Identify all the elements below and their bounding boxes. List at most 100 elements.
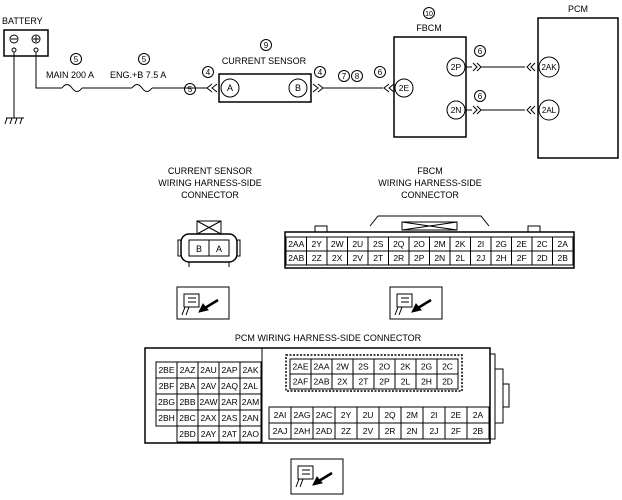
svg-text:6: 6 [378,68,383,77]
pcm-pin-2al: 2AL [538,99,560,121]
svg-text:10: 10 [425,11,433,18]
current-sensor-title: CURRENT SENSOR [222,56,307,66]
callout-10: 10 [423,7,435,19]
pin-label: 2E [517,239,528,249]
pin-label: 2D [537,253,548,263]
pin-label: 2I [477,239,484,249]
fuse-eng-label: ENG.+B 7.5 A [110,70,166,80]
pcm-box [537,17,619,159]
callout-9: 9 [260,39,272,51]
pin-cell [436,373,459,390]
fbcm-connector-outline [284,215,575,269]
pin-label: 2Q [393,239,405,249]
svg-text:B: B [295,83,301,93]
fbcm-connector-title-2: WIRING HARNESS-SIDE [378,178,482,188]
current-sensor-box [218,73,312,103]
plug-view-icon-cs [176,286,230,320]
pin-label: 2L [401,377,411,387]
pin-label: 2P [414,253,425,263]
pin-label: 2D [442,377,453,387]
pin-label: 2AQ [221,381,238,391]
fuse-main-icon [61,84,83,92]
fbcm-pin-2e: 2E [394,78,414,98]
connector-mark-fbcm [383,83,395,93]
svg-text:9: 9 [264,41,269,50]
battery-minus-terminal [9,34,19,44]
pin-label: 2T [373,253,383,263]
svg-text:7: 7 [342,72,347,81]
pin-label: 2J [476,253,485,263]
pin-label: 2X [337,377,348,387]
pin-label: 2AD [316,426,333,436]
pin-cell [466,422,490,440]
pin-label: 2X [332,253,343,263]
pin-label: 2C [537,239,548,249]
pin-label: 2C [442,362,453,372]
svg-text:2N: 2N [451,105,462,115]
pin-b-circle: B [288,78,308,98]
pin-label: 2S [358,362,369,372]
callout-5-main: 5 [70,53,82,65]
pin-label: 2Z [341,426,351,436]
pin-label: 2O [414,239,426,249]
pin-label: 2O [379,362,391,372]
callout-6-fbcm: 6 [374,66,386,78]
pin-label: 2J [430,426,439,436]
cs-connector-title-2: WIRING HARNESS-SIDE [158,178,262,188]
pin-label: 2S [373,239,384,249]
svg-text:5: 5 [74,55,79,64]
pin-label: 2AK [242,365,258,375]
pin-label: 2H [421,377,432,387]
pin-a-circle: A [220,78,240,98]
svg-text:2P: 2P [451,62,462,72]
pin-label: 2AJ [273,426,288,436]
battery-symbol [3,29,49,57]
pin-label: 2AL [243,381,258,391]
callout-7: 7 [338,70,350,82]
svg-text:2AK: 2AK [541,63,557,72]
callout-6-2p: 6 [474,45,486,57]
callout-5-eng: 5 [138,53,150,65]
pin-label: 2AB [313,377,329,387]
pin-label: 2N [407,426,418,436]
svg-text:4: 4 [318,68,323,77]
pin-label: 2AA [313,362,329,372]
pin-label: 2T [359,377,369,387]
pin-label: 2I [430,410,437,420]
svg-text:2E: 2E [399,83,410,93]
pin-label: 2K [400,362,411,372]
pin-label: 2G [496,239,507,249]
pin-label: 2BG [158,397,175,407]
pin-label: 2H [496,253,507,263]
svg-text:6: 6 [478,47,483,56]
pin-label: 2Y [312,239,323,249]
cs-connector-title-3: CONNECTOR [181,190,239,200]
pin-label: 2W [336,362,349,372]
callout-8: 8 [351,70,363,82]
pin-label: 2AV [201,381,217,391]
pin-label: 2U [352,239,363,249]
battery-positive-wire [35,52,62,89]
cs-connector-face: B A [177,220,241,267]
callout-4-b: 4 [314,66,326,78]
pin-label: 2M [434,239,446,249]
pin-label: 2E [451,410,462,420]
pin-label: 2BE [158,365,174,375]
fbcm-pin-2n: 2N [446,100,466,120]
pin-label: 2BH [158,413,175,423]
pin-label: 2AO [242,429,259,439]
pin-label: 2BA [179,381,195,391]
plug-view-icon-fbcm [389,286,443,320]
pin-label: 2BB [179,397,195,407]
plug-view-icon-pcm [290,458,344,495]
pin-label: 2AA [288,239,304,249]
battery-plus-terminal [31,34,41,44]
pcm-title: PCM [568,4,588,14]
pin-label: 2K [455,239,466,249]
pin-label: 2A [558,239,569,249]
pin-label: 2B [473,426,484,436]
